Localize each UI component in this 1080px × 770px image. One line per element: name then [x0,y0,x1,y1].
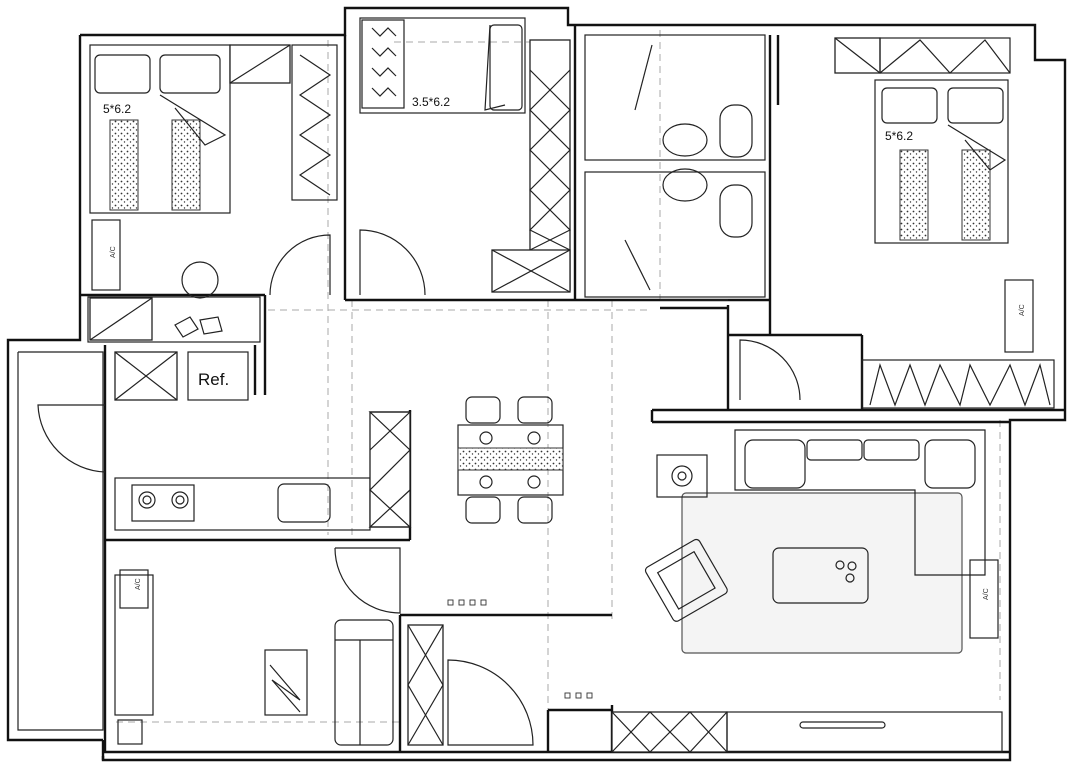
door-swing [359,229,426,296]
walls [6,6,1067,762]
switch-panel [447,599,593,699]
shoe-cabinet [407,624,444,746]
room-size-label: 5*6.2 [103,102,131,116]
svg-text:A/C: A/C [110,246,117,258]
room-size-label: 3.5*6.2 [412,95,450,109]
study: A/C [114,547,401,746]
side-table [656,454,708,498]
room-size-label: 5*6.2 [885,129,913,143]
door-swing [37,404,106,473]
wardrobe [861,359,1055,409]
door-swing [739,339,801,401]
sofa-bed [334,619,394,746]
entry [407,599,1003,753]
armchair [644,538,728,622]
refrigerator [187,351,249,401]
ac-unit [969,559,999,639]
wardrobe [291,44,338,201]
bedroom-middle: 3.5*6.2 [359,17,572,296]
tv-console [726,711,1003,753]
bed-left [89,44,231,214]
rug-mat [264,649,308,716]
entry-door [447,659,534,746]
wardrobe [529,39,571,291]
svg-text:A/C: A/C [983,588,990,600]
bed-right [874,79,1009,244]
kitchen: Ref. [37,296,412,531]
door-swing [334,547,401,614]
bedroom-right: 5*6.2 A/C [739,37,1055,409]
ac-unit [1004,279,1034,353]
ac-unit [91,219,121,291]
bathrooms [624,44,753,291]
bed-middle [359,17,526,114]
wardrobe [879,37,1011,74]
dining [457,396,564,524]
toilet [719,104,753,158]
svg-text:A/C: A/C [135,578,142,590]
sink [662,123,708,157]
living-room: A/C [644,429,999,654]
desk [114,574,154,716]
guide-lines [116,30,1001,723]
door-swing [269,234,331,296]
refrigerator-label: Ref. [198,370,229,389]
svg-text:A/C: A/C [1019,304,1026,316]
coffee-table [772,547,869,604]
sofa [734,429,986,576]
stove [131,484,195,522]
dining-chair [465,396,501,424]
bedroom-left: 5*6.2 A/C [89,44,338,299]
area-rug [681,492,963,654]
kitchen-sink [277,483,331,523]
desk-chair [181,261,219,299]
